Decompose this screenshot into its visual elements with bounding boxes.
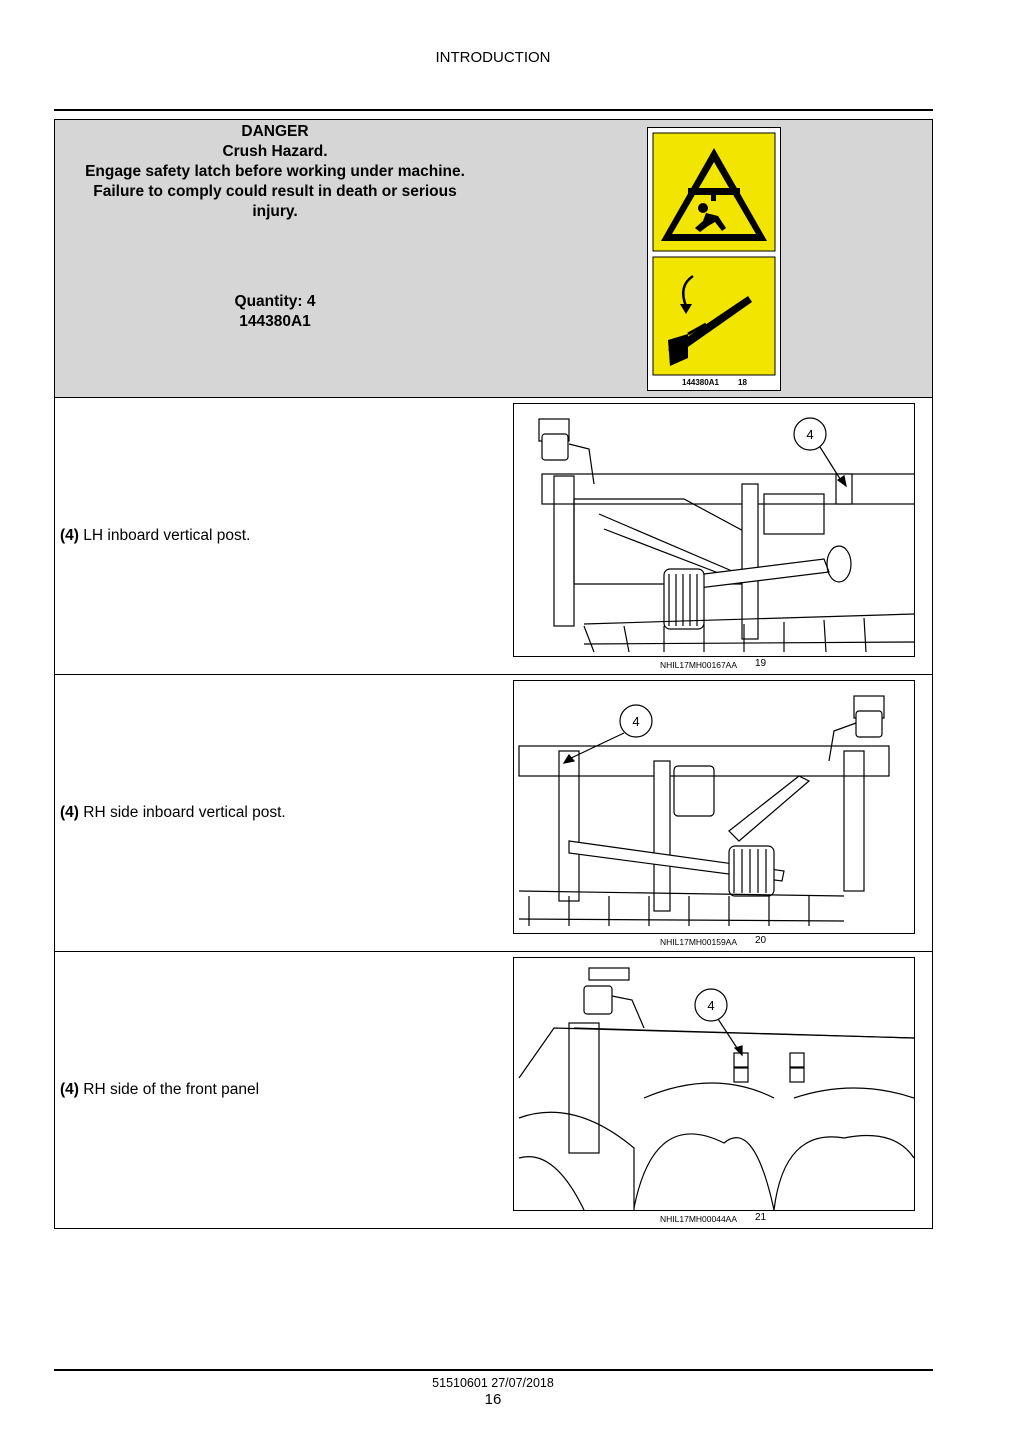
page-number: 16 xyxy=(484,1391,502,1408)
location-text: RH side of the front panel xyxy=(83,1081,260,1098)
document-reference: 51510601 27/07/2018 xyxy=(432,1376,554,1390)
location-description: (4) RH side of the front panel xyxy=(60,1081,259,1099)
hazard-name: Crush Hazard. xyxy=(222,143,328,160)
footer-rule xyxy=(54,1369,933,1371)
header-frame-illustration: 4 xyxy=(518,967,914,1210)
figure-number: 20 xyxy=(755,935,767,946)
svg-text:4: 4 xyxy=(632,714,639,729)
figure-caption: NHIL17MH00044AA xyxy=(660,1214,738,1224)
safety-decal-table: DANGER Crush Hazard. Engage safety latch… xyxy=(54,119,933,1229)
decal-location-row: (4) LH inboard vertical post. xyxy=(55,398,932,675)
decal-location-row: (4) RH side of the front panel xyxy=(55,952,932,1228)
danger-message: DANGER Crush Hazard. Engage safety latch… xyxy=(55,122,495,222)
location-description: (4) LH inboard vertical post. xyxy=(60,527,250,545)
danger-instruction: Engage safety latch before working under… xyxy=(85,163,465,180)
location-description: (4) RH side inboard vertical post. xyxy=(60,804,286,822)
quantity: Quantity: 4 xyxy=(234,293,316,310)
figure-caption: NHIL17MH00159AA xyxy=(660,937,738,947)
header-rule xyxy=(54,109,933,111)
svg-text:4: 4 xyxy=(806,427,813,442)
page-header: INTRODUCTION xyxy=(435,49,551,66)
figure-number: 21 xyxy=(755,1212,767,1223)
front-panel-illustration: 4 xyxy=(513,957,915,1211)
quantity-block: Quantity: 4 144380A1 xyxy=(55,292,495,332)
svg-text:4: 4 xyxy=(707,998,714,1013)
svg-text:144380A1: 144380A1 xyxy=(682,378,719,387)
callout-number: (4) xyxy=(60,527,79,544)
part-number: 144380A1 xyxy=(239,313,311,330)
callout-number: (4) xyxy=(60,804,79,821)
danger-row: DANGER Crush Hazard. Engage safety latch… xyxy=(55,120,932,398)
decal-location-row: (4) RH side inboard vertical post. xyxy=(55,675,932,952)
danger-consequence-2: injury. xyxy=(252,203,298,220)
danger-consequence-1: Failure to comply could result in death … xyxy=(93,183,457,200)
crush-hazard-decal: 144380A1 18 xyxy=(647,127,781,391)
callout-number: (4) xyxy=(60,1081,79,1098)
danger-title: DANGER xyxy=(241,123,309,140)
location-text: LH inboard vertical post. xyxy=(83,527,251,544)
rh-post-illustration: 4 xyxy=(513,680,915,934)
svg-text:18: 18 xyxy=(738,378,747,387)
location-text: RH side inboard vertical post. xyxy=(83,804,286,821)
figure-caption: NHIL17MH00167AA xyxy=(660,660,738,670)
figure-number: 19 xyxy=(755,658,767,669)
crush-hazard-decal-icon: 144380A1 18 xyxy=(652,132,776,387)
header-frame-illustration: 4 xyxy=(538,417,914,653)
lh-post-illustration: 4 xyxy=(513,403,915,657)
header-frame-illustration: 4 xyxy=(518,695,890,926)
